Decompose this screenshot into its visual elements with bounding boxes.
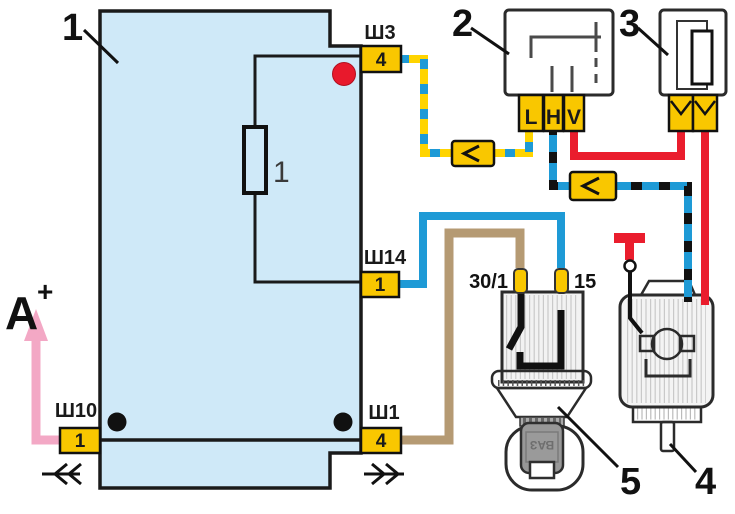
callout-5-leader — [556, 405, 620, 469]
relay-terminal-L-label: L — [525, 106, 538, 129]
inline-connector-1 — [450, 139, 496, 168]
junction-dot-right — [333, 412, 353, 432]
switch-terminals: 30/1 15 — [469, 268, 596, 294]
left-harness-chevron-icon — [52, 462, 68, 486]
battery-plus-sign: + — [37, 276, 53, 307]
harness-arrows — [42, 462, 404, 486]
fuse-label: 1 — [273, 156, 290, 189]
connector-sh1-pin: 4 — [376, 431, 387, 452]
motor — [618, 279, 715, 453]
connector-sh10-label: Ш10 — [55, 400, 97, 422]
mounting-block: 1 — [98, 9, 363, 490]
callout-2-leader — [470, 26, 510, 56]
callout-1-leader — [82, 28, 120, 65]
connector-sh3-pin-box — [359, 44, 403, 74]
ignition-switch: ВАЗ — [490, 290, 593, 492]
junction-dot-left — [107, 412, 127, 432]
connector-sh14-label: Ш14 — [364, 247, 407, 269]
connector-sh10-pin-box — [58, 426, 102, 455]
wire-blue-sh14-15 — [399, 212, 565, 288]
callout-4-leader — [668, 442, 698, 474]
callout-3-leader — [636, 26, 670, 57]
wire-pink-battery — [31, 341, 60, 445]
wire-blue-black-stripes — [549, 124, 692, 302]
switch-terminal-15-label: 15 — [574, 271, 596, 293]
wire-red-relay-resistor — [570, 124, 685, 160]
relay-internal-coil-line — [529, 35, 601, 58]
resistor-terminal-right-chevron-icon — [694, 100, 716, 117]
motor-brush-right — [678, 334, 696, 353]
callout-2: 2 — [452, 3, 473, 45]
key-notch — [528, 460, 556, 480]
connector-sh3-pin: 4 — [376, 50, 387, 71]
relay-terminal-H-label: H — [546, 106, 561, 129]
key-brand-text: ВАЗ — [530, 438, 554, 452]
relay: L H V — [503, 8, 615, 133]
motor-housing-fill — [620, 295, 713, 407]
wire-yellow-blue-base — [399, 55, 533, 157]
battery-arrowhead — [24, 309, 48, 341]
left-harness-chevron2-icon — [66, 462, 82, 486]
switch-pin-301 — [513, 268, 528, 294]
red-indicator-dot — [332, 62, 356, 86]
motor-terminal — [614, 233, 645, 335]
switch-cylinder-outline — [500, 290, 585, 384]
key-emboss-panel — [525, 431, 559, 463]
wire-yellow-blue-stripes — [399, 55, 533, 157]
callouts: 1 2 3 5 4 A + — [5, 3, 716, 503]
switch-contact-bracket — [516, 310, 565, 370]
motor-brush-left — [638, 334, 656, 353]
callout-5: 5 — [620, 461, 641, 503]
switch-terminal-301-label: 30/1 — [469, 271, 508, 293]
switch-cone — [494, 386, 589, 419]
connector-sh1-pin-box — [359, 426, 403, 455]
motor-terminal-black-lead — [628, 272, 644, 335]
wires — [24, 55, 709, 445]
fuse-symbol — [242, 125, 268, 195]
connector-sh3-label: Ш3 — [364, 22, 395, 44]
connector-sh14-pin-box — [359, 270, 401, 299]
connector-sh14-pin: 1 — [375, 275, 386, 296]
resistor-terminal-left-chevron-icon — [670, 100, 692, 117]
switch-contact-blade — [505, 292, 525, 351]
block-connectors: Ш3 4 Ш14 1 Ш10 1 Ш1 4 — [55, 22, 407, 455]
resistor-element-symbol — [690, 29, 714, 86]
relay-terminal-V — [562, 93, 586, 133]
switch-pin-15 — [554, 268, 569, 294]
connector-sh1-label: Ш1 — [368, 402, 399, 424]
callout-1: 1 — [62, 7, 83, 49]
battery-letter: A — [5, 287, 38, 339]
inline-connectors — [450, 139, 618, 202]
right-harness-chevron-icon — [371, 462, 387, 486]
motor-bracket — [644, 359, 692, 378]
motor-shaft-stem — [659, 420, 676, 453]
callout-4: 4 — [695, 461, 716, 503]
inline-connector-1-chevron-icon — [460, 144, 480, 163]
motor-terminal-ring — [623, 259, 637, 273]
motor-commutator-circle — [650, 327, 684, 361]
resistor-unit — [658, 8, 728, 133]
inline-connector-2-chevron-icon — [579, 176, 600, 196]
callout-3: 3 — [619, 3, 640, 45]
mounting-block-body — [98, 9, 363, 490]
connector-sh10-pin: 1 — [75, 431, 86, 452]
right-harness-chevron2-icon — [385, 462, 401, 486]
relay-terminal-V-label: V — [567, 106, 581, 129]
inline-connector-2 — [568, 170, 618, 202]
wire-brown-sh1-301 — [401, 228, 525, 445]
